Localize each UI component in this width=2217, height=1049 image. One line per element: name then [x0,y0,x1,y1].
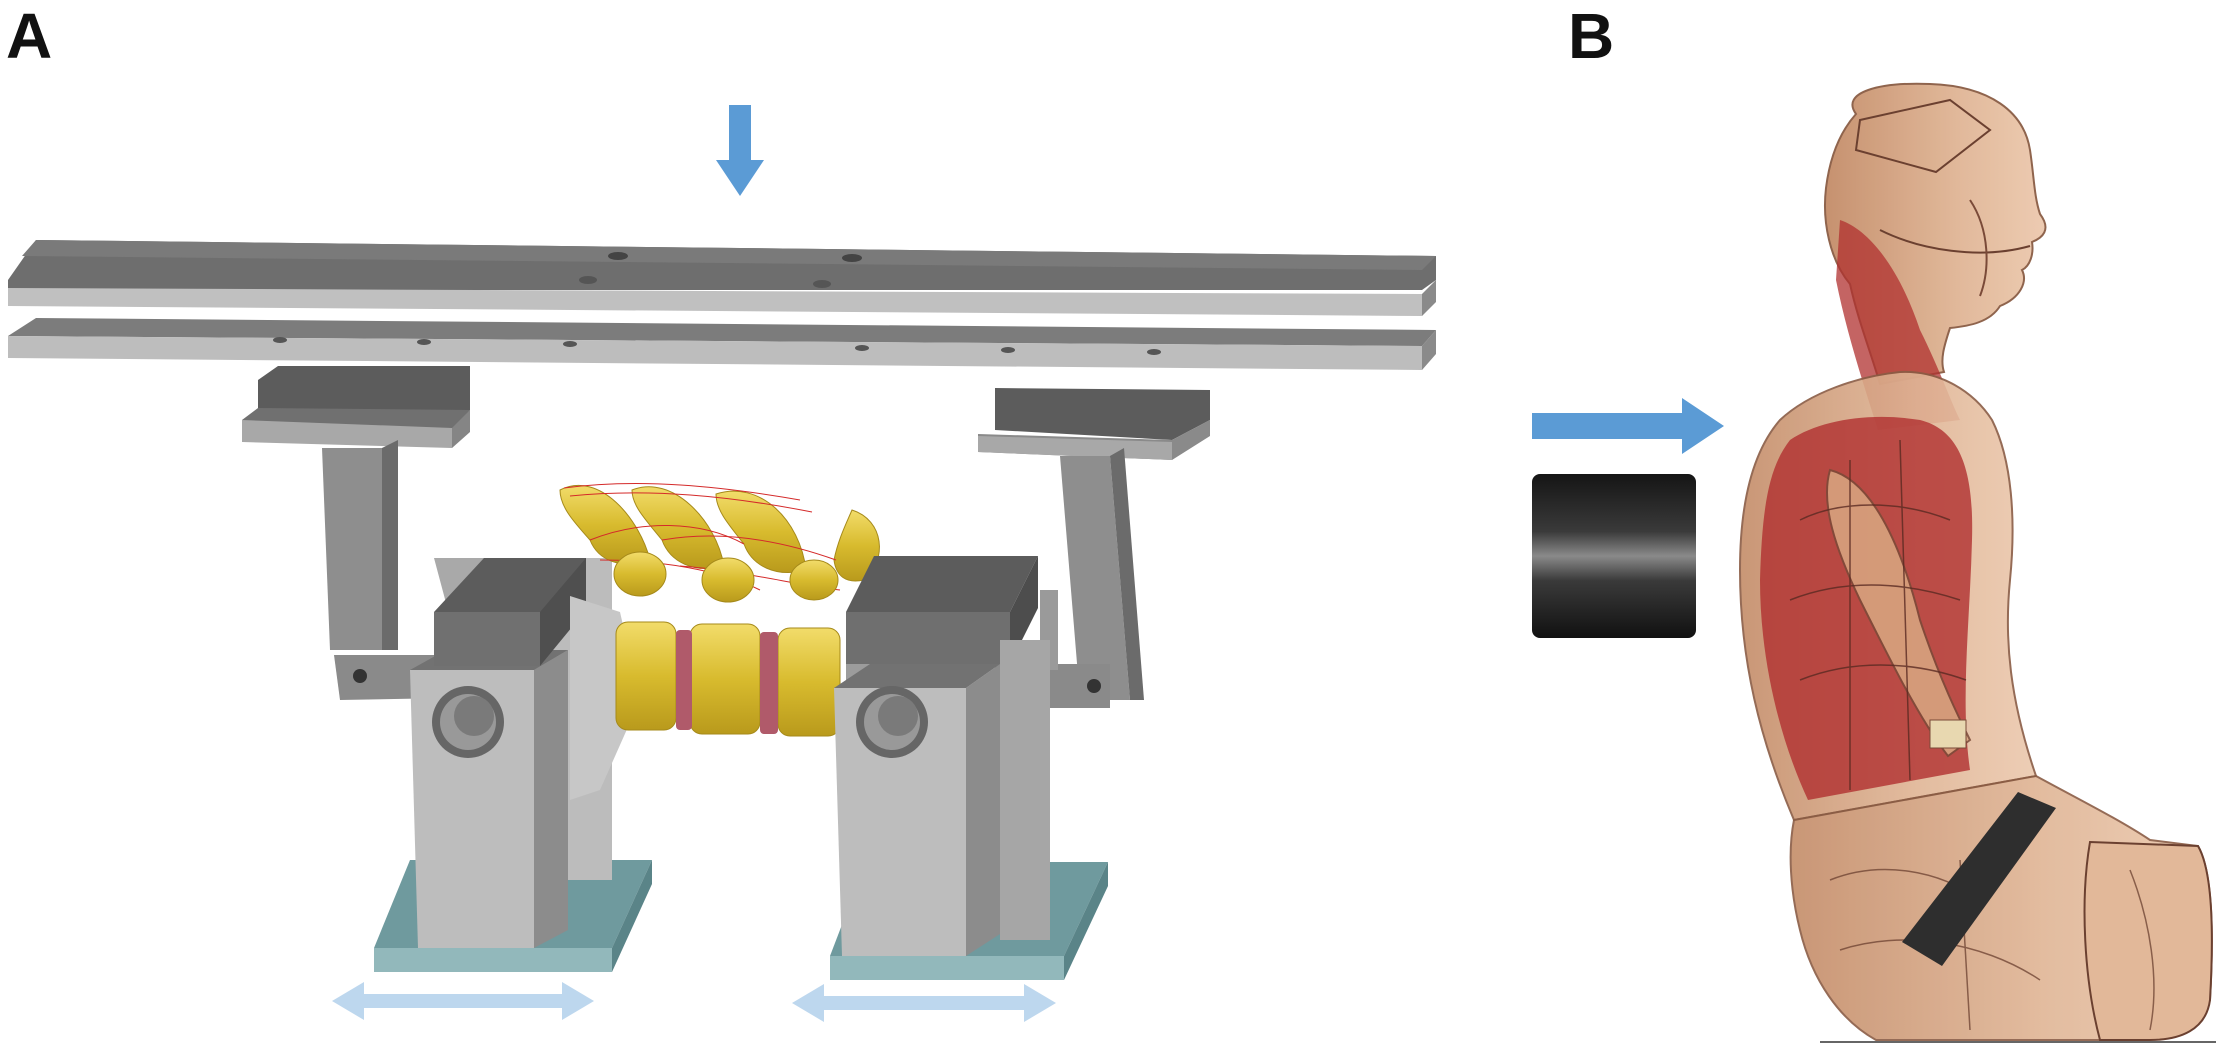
vertebral-segment [559,483,880,737]
left-clamp [434,558,640,800]
disc-lower [760,632,778,734]
panel-label-b: B [1568,0,1615,72]
right-motion-arrow-icon [792,984,1056,1022]
hand [1929,719,1967,749]
left-motion-arrow-icon [332,982,594,1020]
panel-b-drawing [1532,82,2216,1043]
ligament-lines [563,483,841,591]
disc-upper [676,630,692,730]
panel-a-drawing [8,105,1436,1022]
seat-belt [1902,792,2056,966]
load-arrow-icon [716,105,764,196]
panel-label-a: A [6,0,53,72]
right-hanger [978,388,1210,708]
top-plate [8,240,1436,316]
impactor [1532,474,1696,638]
right-pillar [834,640,1050,956]
human-body-model [1738,82,2216,1043]
lower-plate [8,318,1436,370]
impact-arrow-icon [1532,398,1724,454]
